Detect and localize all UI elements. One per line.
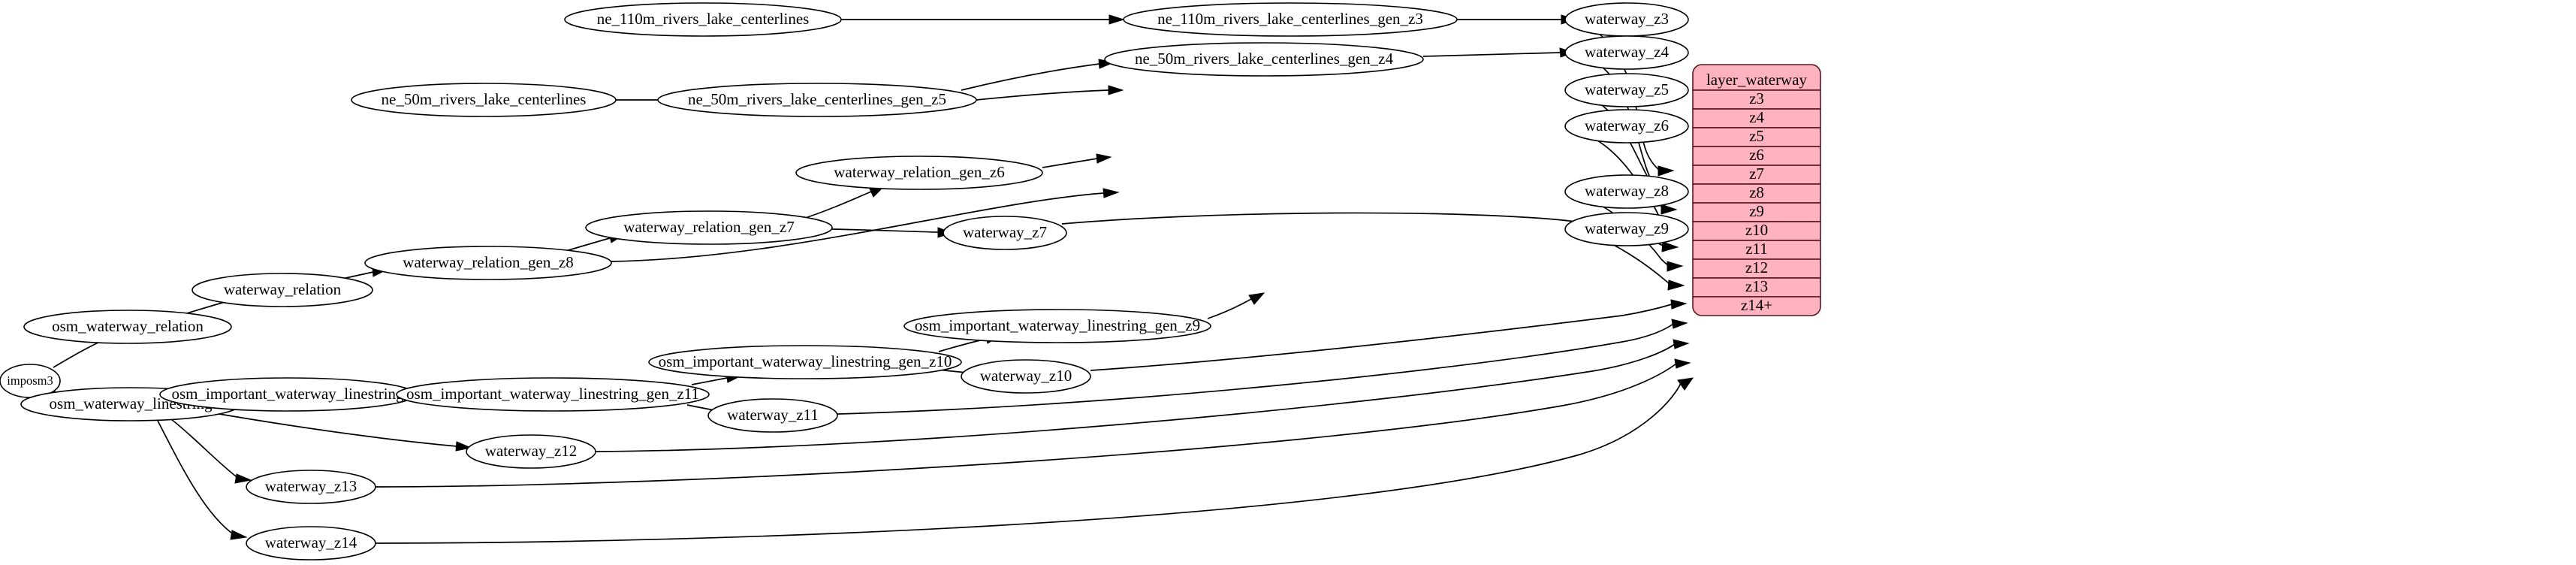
node-ne-50m-rivers-lake-centerlines-gen-z4[interactable]: ne_50m_rivers_lake_centerlines_gen_z4 — [1104, 42, 1424, 77]
table-row-z7-bg[interactable] — [1692, 165, 1821, 185]
table-row-z10-bg[interactable] — [1692, 221, 1821, 241]
node-waterway-z8[interactable]: waterway_z8 — [1564, 174, 1689, 209]
table-row-z4-label: z4 — [1749, 108, 1764, 126]
node-label: waterway_z3 — [1585, 10, 1669, 28]
table-row-z13-bg[interactable] — [1692, 277, 1821, 298]
table-row-z14plus-label: z14+ — [1741, 296, 1772, 314]
node-label: osm_waterway_relation — [52, 317, 204, 335]
edge-gen-z6-to-waterway-z6 — [1042, 158, 1098, 168]
edge-waterway-z12-to-row-z12 — [595, 343, 1676, 452]
node-label: ne_50m_rivers_lake_centerlines_gen_z5 — [688, 90, 946, 108]
node-ne-50m-rivers-lake-centerlines[interactable]: ne_50m_rivers_lake_centerlines — [351, 83, 617, 117]
node-label: ne_110m_rivers_lake_centerlines — [597, 10, 810, 28]
edge-ne50m-gen-z4-to-waterway-z4 — [1422, 52, 1561, 57]
node-waterway-z13[interactable]: waterway_z13 — [246, 470, 376, 504]
node-waterway-z6[interactable]: waterway_z6 — [1564, 109, 1689, 144]
node-label: waterway_z8 — [1585, 182, 1669, 200]
node-osm-important-waterway-linestring-gen-z11[interactable]: osm_important_waterway_linestring_gen_z1… — [396, 377, 710, 412]
node-osm-important-waterway-linestring-gen-z9[interactable]: osm_important_waterway_linestring_gen_z9 — [903, 309, 1211, 343]
node-label: waterway_z7 — [963, 223, 1047, 241]
layer-waterway-table[interactable]: layer_waterway z3 z4 z5 z6 z7 z8 z9 z10 … — [1692, 64, 1821, 316]
table-row-z7-label: z7 — [1749, 165, 1764, 183]
edge-gen-z7-to-waterway-z7 — [831, 228, 939, 233]
table-row-z12-label: z12 — [1745, 258, 1768, 276]
node-osm-important-waterway-linestring[interactable]: osm_important_waterway_linestring — [159, 377, 416, 412]
table-row-z6-bg[interactable] — [1692, 146, 1821, 166]
node-label: ne_50m_rivers_lake_centerlines — [382, 90, 587, 108]
table-row-z13-label: z13 — [1745, 277, 1768, 295]
edge-waterway-z11-to-row-z11 — [837, 323, 1674, 415]
node-label: waterway_relation — [224, 280, 342, 298]
node-label: waterway_z14 — [265, 533, 357, 551]
node-label: waterway_z9 — [1585, 219, 1669, 237]
node-label: waterway_relation_gen_z8 — [403, 253, 573, 271]
edge-osm-linestring-to-waterway-z14 — [157, 420, 235, 536]
table-row-z8-label: z8 — [1749, 183, 1764, 201]
node-label: waterway_z4 — [1585, 43, 1669, 61]
node-ne-110m-rivers-lake-centerlines[interactable]: ne_110m_rivers_lake_centerlines — [564, 2, 842, 37]
table-row-z8-bg[interactable] — [1692, 183, 1821, 204]
node-label: ne_110m_rivers_lake_centerlines_gen_z3 — [1157, 10, 1423, 28]
node-waterway-z11[interactable]: waterway_z11 — [707, 398, 838, 433]
edge-gen-z11-to-gen-z10 — [691, 377, 728, 385]
node-waterway-z12[interactable]: waterway_z12 — [466, 434, 596, 469]
table-row-z4-bg[interactable] — [1692, 108, 1821, 128]
edge-waterway-z10-to-row-z10 — [1090, 304, 1673, 371]
edge-gen-z9-to-waterway-z9 — [1207, 298, 1252, 319]
node-ne-50m-rivers-lake-centerlines-gen-z5[interactable]: ne_50m_rivers_lake_centerlines_gen_z5 — [657, 83, 977, 117]
node-waterway-relation[interactable]: waterway_relation — [192, 273, 373, 307]
node-waterway-z14[interactable]: waterway_z14 — [246, 526, 376, 560]
edge-osm-linestring-to-waterway-z13 — [170, 418, 240, 479]
node-label: imposm3 — [7, 373, 53, 388]
table-row-z5-label: z5 — [1749, 127, 1764, 145]
node-label: waterway_relation_gen_z7 — [623, 218, 794, 236]
node-label: waterway_z12 — [485, 442, 577, 460]
table-row-z10-label: z10 — [1745, 221, 1768, 239]
node-label: osm_important_waterway_linestring_gen_z1… — [406, 385, 699, 403]
table-row-z3-label: z3 — [1749, 89, 1764, 107]
node-waterway-z4[interactable]: waterway_z4 — [1564, 35, 1689, 70]
node-waterway-z5[interactable]: waterway_z5 — [1564, 73, 1689, 107]
node-label: osm_important_waterway_linestring_gen_z1… — [659, 352, 952, 370]
node-layer: imposm3 osm_waterway_relation osm_waterw… — [0, 2, 1689, 560]
node-label: ne_50m_rivers_lake_centerlines_gen_z4 — [1135, 50, 1394, 68]
node-label: waterway_z5 — [1585, 80, 1669, 98]
edge-ne50m-gen-z5-to-waterway-z5 — [976, 89, 1109, 101]
node-label: waterway_z10 — [980, 367, 1072, 385]
node-waterway-z7[interactable]: waterway_z7 — [943, 216, 1067, 250]
table-row-z9-label: z9 — [1749, 202, 1764, 220]
table-header-bg — [1692, 64, 1821, 91]
node-waterway-z3[interactable]: waterway_z3 — [1564, 2, 1689, 37]
node-waterway-relation-gen-z8[interactable]: waterway_relation_gen_z8 — [364, 246, 612, 280]
node-label: osm_important_waterway_linestring_gen_z9 — [915, 316, 1200, 334]
edge-waterway-z14-to-row-z14plus — [375, 382, 1682, 544]
table-row-z3-bg[interactable] — [1692, 89, 1821, 110]
table-row-z14plus-bg[interactable] — [1692, 296, 1821, 316]
node-label: waterway_z6 — [1585, 116, 1669, 134]
table-row-z11-label: z11 — [1745, 240, 1768, 258]
table-row-z9-bg[interactable] — [1692, 202, 1821, 222]
node-waterway-z9[interactable]: waterway_z9 — [1564, 212, 1689, 246]
edge-osm-linestring-to-waterway-z12 — [214, 412, 457, 447]
node-waterway-z10[interactable]: waterway_z10 — [961, 359, 1091, 394]
node-label: osm_important_waterway_linestring — [171, 385, 404, 403]
node-waterway-relation-gen-z6[interactable]: waterway_relation_gen_z6 — [795, 156, 1043, 190]
node-ne-110m-rivers-lake-centerlines-gen-z3[interactable]: ne_110m_rivers_lake_centerlines_gen_z3 — [1123, 2, 1458, 37]
table-row-z5-bg[interactable] — [1692, 127, 1821, 147]
table-row-z6-label: z6 — [1749, 146, 1764, 164]
node-label: waterway_z11 — [727, 406, 819, 424]
table-title: layer_waterway — [1706, 71, 1808, 89]
node-waterway-relation-gen-z7[interactable]: waterway_relation_gen_z7 — [585, 210, 833, 245]
node-osm-waterway-relation[interactable]: osm_waterway_relation — [23, 310, 232, 344]
edge-gen-z7-to-gen-z6 — [800, 191, 872, 220]
node-label: waterway_z13 — [265, 477, 357, 495]
edge-waterway-z13-to-row-z13 — [375, 363, 1677, 488]
edge-ne50m-gen-z5-to-gen-z4 — [961, 63, 1100, 91]
node-label: waterway_relation_gen_z6 — [834, 163, 1004, 181]
node-osm-important-waterway-linestring-gen-z10[interactable]: osm_important_waterway_linestring_gen_z1… — [648, 345, 962, 379]
